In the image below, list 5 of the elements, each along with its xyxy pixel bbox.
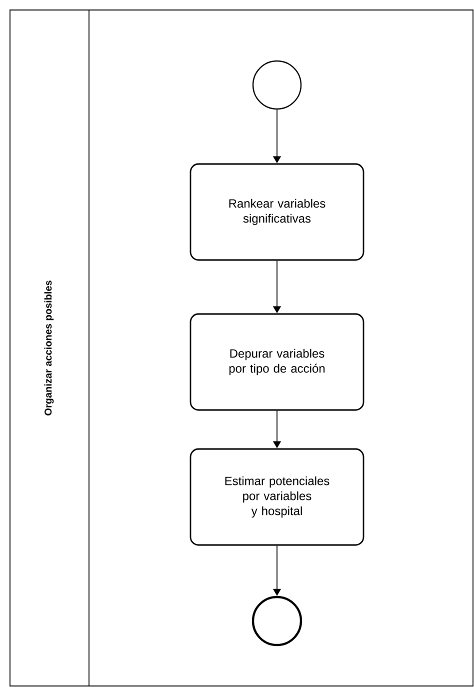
end-event-circle (252, 596, 302, 646)
task-box: Depurar variables por tipo de acción (190, 313, 364, 411)
task-box: Estimar potenciales por variables y hospital (190, 448, 364, 546)
task-box: Rankear variables significativas (190, 163, 364, 261)
start-event-circle (252, 60, 302, 110)
